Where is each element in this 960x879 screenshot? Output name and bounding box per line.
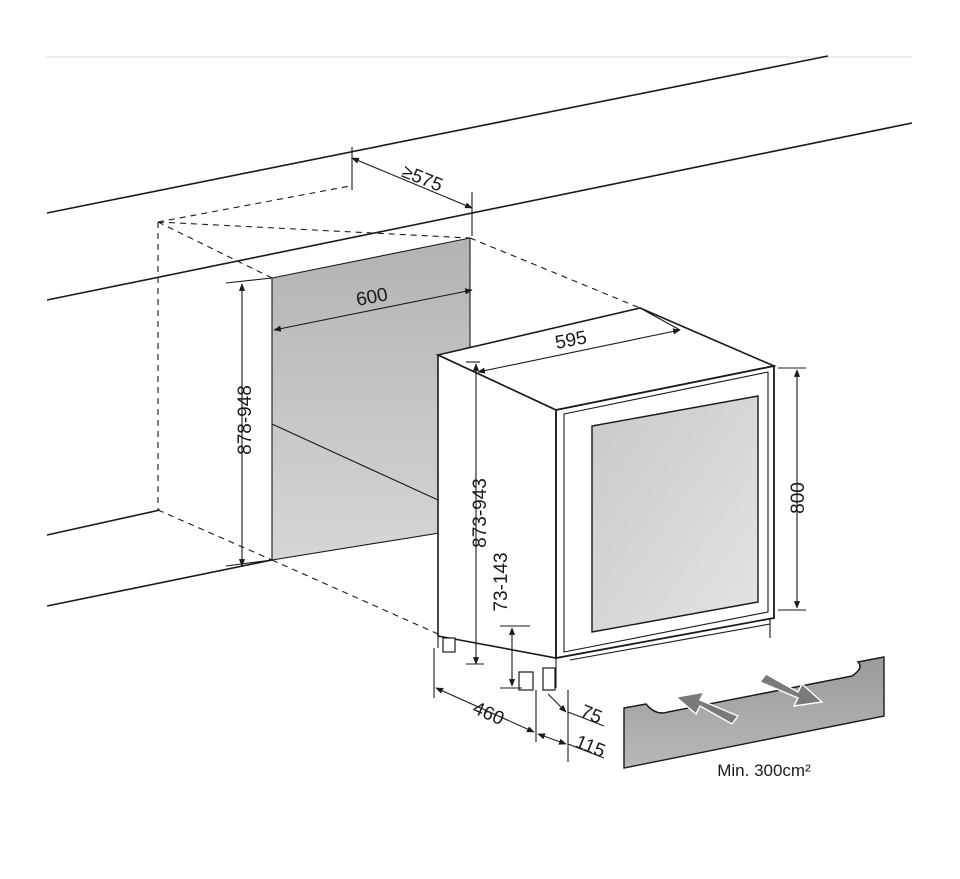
dim-niche-height <box>225 277 273 567</box>
appliance-door <box>555 364 775 661</box>
label-depth-min: ≥575 <box>399 161 446 196</box>
airflow-out-arrow <box>758 673 824 707</box>
label-door-height: 800 <box>788 482 809 514</box>
airflow-in-arrow <box>674 691 740 725</box>
label-plinth-height: 73-143 <box>491 552 512 611</box>
label-niche-height: 878-948 <box>235 385 256 455</box>
dim-appliance-height <box>466 361 484 665</box>
dim-appliance-width <box>477 307 681 374</box>
ventilation-plinth <box>623 656 885 769</box>
dim-foot-setbacks <box>537 690 605 762</box>
ventilation-caption: Min. 300cm² <box>717 761 811 780</box>
dim-niche-width <box>273 288 473 332</box>
label-appliance-height: 873-943 <box>470 478 491 548</box>
dim-depth-min <box>351 147 473 236</box>
dim-door-height <box>778 367 806 611</box>
label-appliance-depth: 460 <box>469 698 507 730</box>
countertop-lines <box>46 55 913 607</box>
dim-appliance-depth <box>433 648 537 742</box>
niche-divider <box>271 423 439 501</box>
